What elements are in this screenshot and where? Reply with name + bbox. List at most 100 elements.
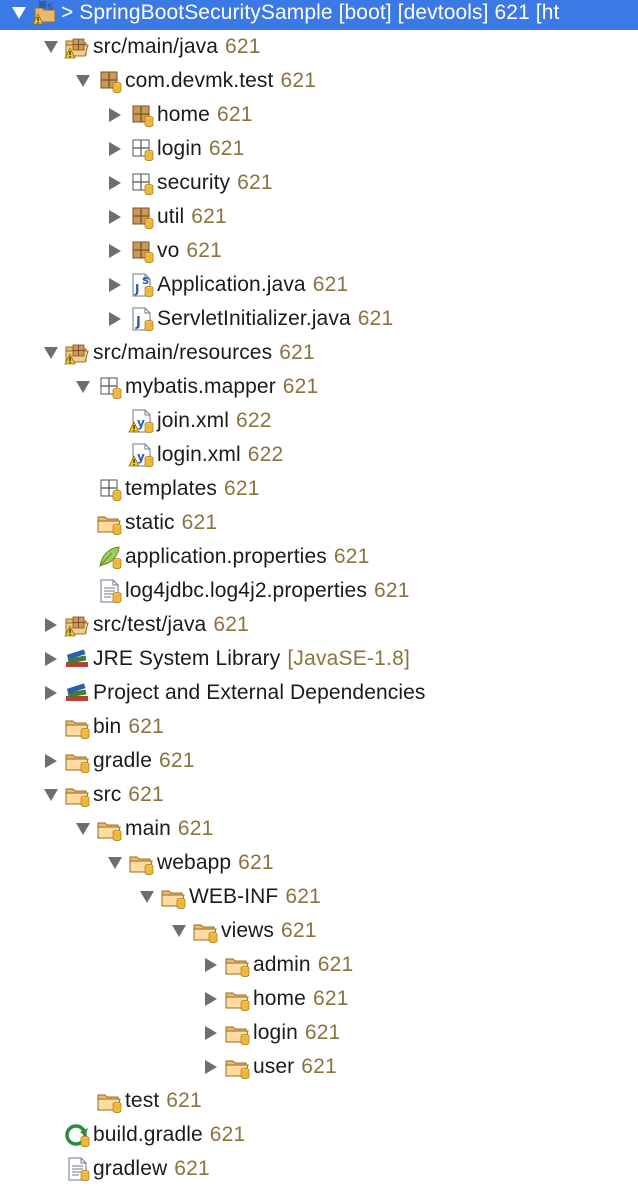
revision-label: 621: [280, 69, 317, 92]
revision-label: 621: [166, 1089, 202, 1112]
collapse-arrow-icon[interactable]: [108, 854, 122, 872]
revision-label: 621: [282, 375, 319, 398]
collapse-arrow-icon[interactable]: [12, 4, 26, 22]
collapse-arrow-icon[interactable]: [76, 72, 90, 90]
expand-arrow-icon[interactable]: [204, 956, 218, 974]
project-icon: S: [32, 0, 58, 26]
tree-item[interactable]: gradlew 621: [0, 1152, 638, 1186]
folder-icon: [192, 918, 218, 944]
collapse-arrow-icon[interactable]: [44, 786, 58, 804]
tree-item[interactable]: S> SpringBootSecuritySample [boot] [devt…: [0, 0, 638, 30]
folder-icon: [160, 884, 186, 910]
expand-arrow-icon[interactable]: [108, 174, 122, 192]
collapse-arrow-icon[interactable]: [140, 888, 154, 906]
expand-arrow-icon[interactable]: [108, 208, 122, 226]
java-file-icon: J: [128, 306, 154, 332]
package-icon: [128, 204, 154, 230]
revision-label: 621: [357, 307, 394, 330]
revision-label: 621: [128, 715, 164, 738]
tree-item[interactable]: Project and External Dependencies: [0, 676, 638, 710]
tree-item-label: gradle: [93, 749, 152, 772]
tree-item[interactable]: user 621: [0, 1050, 638, 1084]
tree-item-label: templates: [125, 477, 217, 500]
expand-arrow-icon[interactable]: [44, 650, 58, 668]
expand-arrow-icon[interactable]: [204, 1024, 218, 1042]
tree-item-label: login.xml: [157, 443, 241, 466]
revision-label: 621: [225, 35, 261, 58]
folder-icon: [64, 782, 90, 808]
revision-label: 621: [301, 1055, 337, 1078]
revision-label: 621: [237, 171, 273, 194]
expand-arrow-icon[interactable]: [204, 990, 218, 1008]
tree-item-label: ServletInitializer.java: [157, 307, 351, 330]
svg-text:J: J: [134, 282, 139, 296]
tree-item[interactable]: src/main/java 621: [0, 30, 638, 64]
expand-arrow-icon[interactable]: [44, 752, 58, 770]
tree-item-label: join.xml: [157, 409, 229, 432]
expand-arrow-icon[interactable]: [108, 242, 122, 260]
expand-arrow-icon[interactable]: [108, 310, 122, 328]
revision-label: 621: [209, 1123, 246, 1146]
expand-arrow-icon[interactable]: [204, 1058, 218, 1076]
collapse-arrow-icon[interactable]: [76, 378, 90, 396]
revision-label: 621: [304, 1021, 341, 1044]
tree-item[interactable]: build.gradle 621: [0, 1118, 638, 1152]
expand-arrow-icon[interactable]: [108, 276, 122, 294]
collapse-arrow-icon[interactable]: [172, 922, 186, 940]
collapse-arrow-icon[interactable]: [44, 38, 58, 56]
tree-item-label: src/test/java: [93, 613, 207, 636]
tree-item-label: user: [253, 1055, 295, 1078]
empty-package-icon: [128, 136, 154, 162]
collapse-arrow-icon[interactable]: [76, 820, 90, 838]
tree-item-label: build.gradle: [93, 1123, 203, 1146]
tree-item-label: com.devmk.test: [125, 69, 274, 92]
expand-arrow-icon[interactable]: [44, 684, 58, 702]
tree-indent-spacer: [76, 480, 90, 498]
tree-item-label: webapp: [157, 851, 232, 874]
svg-text:S: S: [47, 3, 53, 13]
tree-indent-spacer: [44, 1126, 58, 1144]
source-folder-icon: [64, 340, 90, 366]
tree-item-label: gradlew: [93, 1157, 168, 1180]
expand-arrow-icon[interactable]: [108, 106, 122, 124]
tree-item[interactable]: JRE System Library[JavaSE-1.8]: [0, 642, 638, 676]
library-icon: [64, 646, 90, 672]
expand-arrow-icon[interactable]: [44, 616, 58, 634]
revision-label: [JavaSE-1.8]: [287, 647, 410, 670]
tree-item-label: application.properties: [125, 545, 327, 568]
tree-item[interactable]: com.devmk.test 621: [0, 64, 638, 98]
collapse-arrow-icon[interactable]: [44, 344, 58, 362]
folder-icon: [224, 1020, 250, 1046]
expand-arrow-icon[interactable]: [108, 140, 122, 158]
revision-label: 621: [174, 1157, 210, 1180]
tree-item-label: src/main/java: [93, 35, 219, 58]
folder-icon: [64, 748, 90, 774]
